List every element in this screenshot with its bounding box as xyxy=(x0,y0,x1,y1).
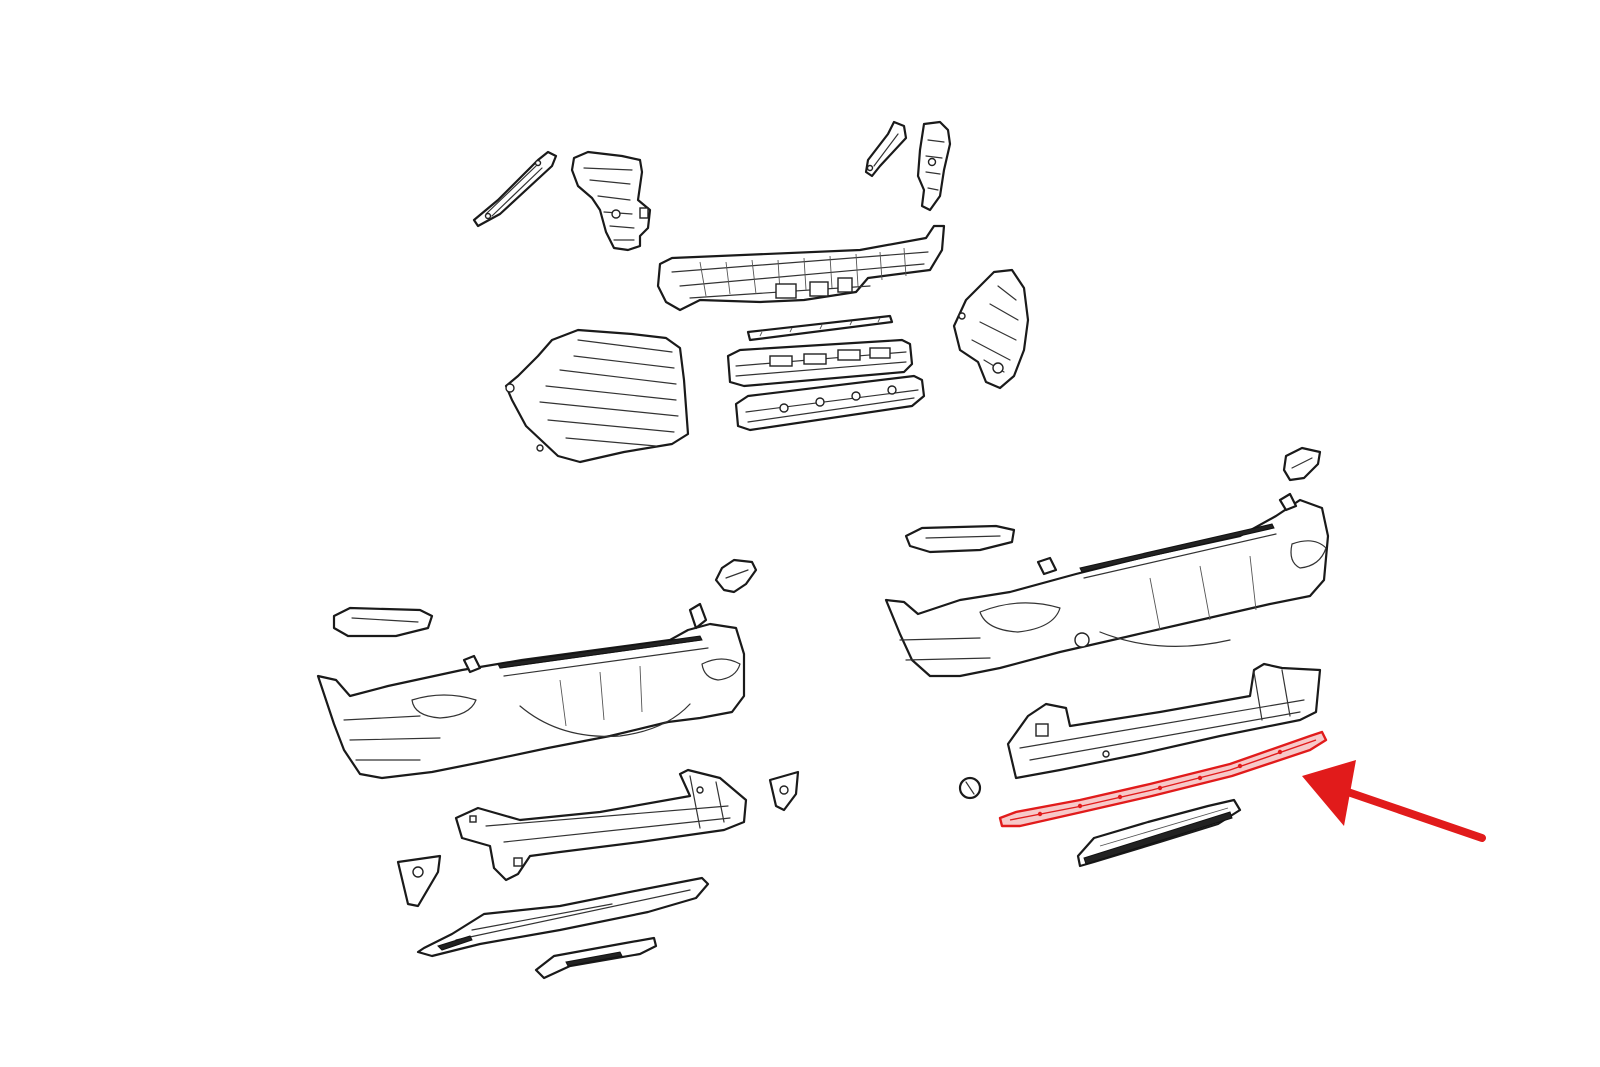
left-impact-beam xyxy=(454,768,748,882)
left-strap-bracket xyxy=(472,150,558,228)
right-assembly-clip xyxy=(958,776,982,800)
upper-bracket-group xyxy=(472,120,1030,464)
right-mount-bracket xyxy=(916,120,952,212)
left-assembly-bracket-left xyxy=(396,854,442,908)
left-assembly-reflector-small xyxy=(714,558,758,594)
upper-reinforcement-beam xyxy=(656,224,946,312)
right-assembly-reflector-small xyxy=(1282,446,1322,482)
left-bumper-assembly xyxy=(316,558,800,980)
upper-thin-bar xyxy=(746,314,894,342)
left-assembly-reflector-long xyxy=(332,606,434,638)
right-assembly-reflector-long xyxy=(904,524,1016,554)
rear-bumper-lower-trim-strip xyxy=(998,730,1328,828)
left-corner-bracket xyxy=(504,328,690,464)
right-strap-bracket xyxy=(864,120,908,178)
lower-energy-absorber xyxy=(734,374,926,432)
upper-energy-absorber xyxy=(726,338,914,388)
left-bumper-fascia xyxy=(316,602,746,780)
right-bumper-fascia xyxy=(884,492,1330,678)
left-lower-trim xyxy=(534,936,658,980)
right-lower-trim-bar xyxy=(1076,798,1242,868)
right-corner-bracket xyxy=(952,268,1030,390)
right-bumper-assembly xyxy=(884,446,1330,868)
left-assembly-bracket-right xyxy=(768,770,800,812)
left-lower-skid-plate xyxy=(416,876,710,958)
left-mount-bracket xyxy=(570,150,652,252)
right-impact-beam xyxy=(1006,662,1322,780)
highlight-arrow-icon xyxy=(1302,760,1486,842)
